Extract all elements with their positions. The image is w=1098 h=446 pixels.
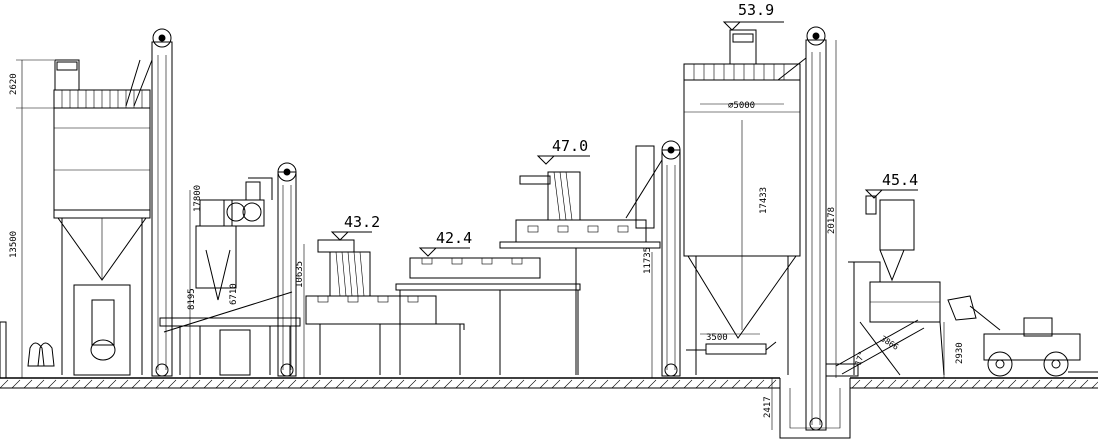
bucket-elevator-1 [125,28,173,377]
bucket-elevator-4 [777,26,827,431]
dim-2417: 2417 [763,396,773,418]
dim-17433: 17433 [759,187,769,214]
level-markers [330,21,918,257]
dim-11735: 11735 [643,247,653,274]
dim-2930: 2930 [955,342,965,364]
conveyor-43 [305,239,465,375]
ground [0,377,1098,439]
dim-2620: 2620 [9,73,19,95]
dim-10635: 10635 [295,261,305,288]
dim-17800: 17800 [193,185,203,212]
level-main-silo-top: 53.9 [738,1,774,19]
level-upper-conveyor: 47.0 [552,137,588,155]
packing-silo [0,59,151,379]
dim-3866: 3866 [879,334,900,352]
conveyor-47 [499,159,663,375]
dim-20178: 20178 [827,207,837,234]
dim-13500: 13500 [9,231,19,258]
labels: 43.2 42.4 47.0 53.9 45.4 2620 13500 1780… [9,1,965,418]
main-silo [683,29,801,375]
dim-6710: 6710 [229,283,239,305]
dim-8195: 8195 [187,288,197,310]
wheel-loader [947,295,1098,377]
conveyor-42 [395,257,581,375]
level-dryer-feed: 43.2 [344,213,380,231]
level-loader-hopper: 45.4 [882,171,918,189]
bucket-elevator-3 [635,140,681,377]
dim-5000: ⌀5000 [728,101,755,111]
dimension-lines [16,40,945,430]
dim-17deg: 17° [853,350,866,367]
level-screen-section: 42.4 [436,229,472,247]
dryer-cyclone [159,177,301,376]
bucket-elevator-2 [277,162,297,377]
loader-hopper-station [825,195,945,377]
dim-3500: 3500 [706,333,728,343]
